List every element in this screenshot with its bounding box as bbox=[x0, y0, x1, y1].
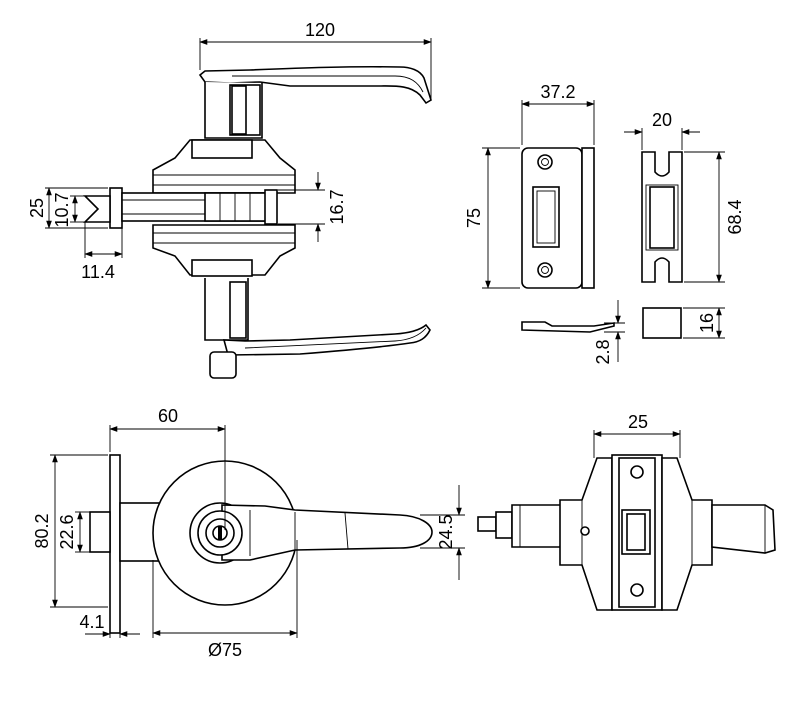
dim-rose-gap: 16.7 bbox=[327, 189, 347, 224]
dim-box-height: 68.4 bbox=[725, 199, 745, 234]
front-view: 60 80.2 22.6 4.1 Ø75 24.5 bbox=[32, 406, 465, 660]
strike-plate-edge bbox=[521, 321, 615, 333]
latch-front bbox=[89, 511, 111, 553]
dim-lever-length: 120 bbox=[305, 20, 335, 40]
side-view-lever-set: 120 25 10.7 11.4 16.7 bbox=[27, 20, 432, 379]
dim-strike-width: 37.2 bbox=[540, 82, 575, 102]
strike-box-side bbox=[642, 307, 682, 339]
dim-strike-height: 75 bbox=[464, 208, 484, 228]
dim-box-depth: 16 bbox=[697, 313, 717, 333]
dim-backset: 60 bbox=[158, 406, 178, 426]
dim-backset-faceplate: 25 bbox=[27, 198, 47, 218]
latch-tail bbox=[477, 516, 497, 532]
top-rose bbox=[152, 139, 296, 194]
cylinder-stub bbox=[209, 351, 237, 379]
latch-bolt-side bbox=[83, 195, 111, 223]
dim-box-width: 20 bbox=[652, 110, 672, 130]
latch-faceplate-side bbox=[109, 187, 123, 229]
top-view: 25 bbox=[477, 412, 776, 611]
right-lever-top bbox=[711, 504, 776, 554]
dim-latch-plate-width: 25 bbox=[628, 412, 648, 432]
dim-faceplate-thickness: 4.1 bbox=[79, 612, 104, 632]
dim-latch-hole: 22.6 bbox=[57, 514, 77, 549]
faceplate-front bbox=[109, 454, 121, 634]
dim-strike-thickness: 2.8 bbox=[593, 339, 613, 364]
strike-plate-view: 37.2 75 2.8 bbox=[464, 82, 625, 365]
bottom-lever bbox=[222, 323, 431, 356]
dim-rose-diameter: Ø75 bbox=[208, 640, 242, 660]
dim-latch-throw: 11.4 bbox=[81, 262, 115, 282]
dim-latch-face: 10.7 bbox=[52, 192, 72, 227]
lever-front bbox=[221, 504, 433, 561]
strike-box-view: 20 68.4 16 bbox=[624, 110, 745, 339]
dim-lever-height: 24.5 bbox=[436, 514, 456, 549]
dim-faceplate-height: 80.2 bbox=[32, 513, 52, 548]
